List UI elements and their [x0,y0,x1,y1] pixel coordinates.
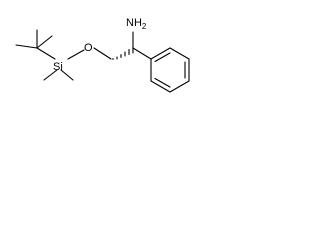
oxygen-label: O [84,42,93,54]
bond-tbu-quaternary-to-methyl-right [36,35,53,49]
hashed-stereo-bond [112,46,134,61]
amine-label: NH2 [126,17,147,31]
phenyl-double-bond-top [154,52,171,63]
chemical-structure: NH2 O Si [15,17,190,93]
bond-oxygen-to-methylene [93,47,112,60]
bond-tbu-quaternary-to-methyl-left [15,44,38,49]
tert-butyl-group [15,29,56,60]
bond-silicon-to-oxygen [67,49,85,60]
phenyl-ring [150,47,190,93]
bond-tbu-to-silicon [36,47,56,60]
bond-silicon-to-methyl-right [60,69,74,81]
silicon-label: Si [53,61,63,73]
bond-chiral-carbon-to-phenyl [132,47,152,60]
phenyl-double-bond-bottom [154,77,171,88]
bond-silicon-to-methyl-left [43,69,58,81]
silicon-methyl-groups [43,69,74,81]
